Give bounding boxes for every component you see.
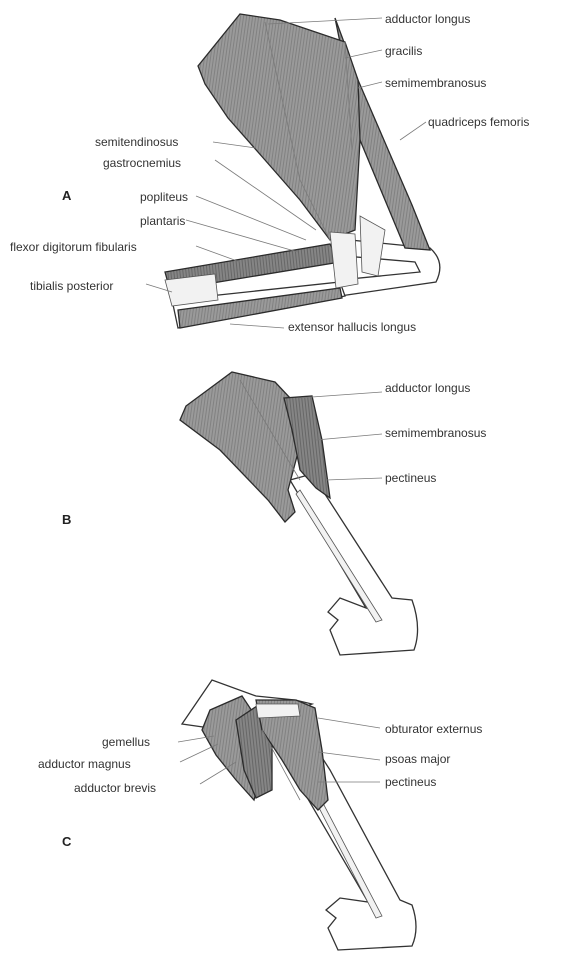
- panel-a-label-gracilis: gracilis: [385, 44, 422, 58]
- panel-c-label-gemellus: gemellus: [102, 735, 150, 749]
- panel-c-label-obturator-externus: obturator externus: [385, 722, 482, 736]
- panel-c-label-pectineus: pectineus: [385, 775, 436, 789]
- panel-b-adductor-muscle: [180, 372, 300, 522]
- panel-a-label-gastrocnemius: gastrocnemius: [103, 156, 181, 170]
- panel-a-leader-semimembranosus: [358, 82, 382, 88]
- panel-a-leader-adductor-longus: [268, 18, 382, 24]
- panel-c-obturator-band: [256, 704, 300, 718]
- panel-a-knee-tendons: [330, 232, 358, 288]
- panel-b-leader-pectineus: [326, 478, 382, 480]
- panel-c: C obturator externus psoas major pectine…: [38, 680, 482, 950]
- panel-a-label-plantaris: plantaris: [140, 214, 185, 228]
- panel-b-femur-bone: [290, 474, 418, 655]
- panel-a-leader-popliteus: [196, 196, 306, 240]
- panel-b: B adductor longus semimembranosus pectin…: [62, 372, 486, 655]
- panel-b-leader-semimembranosus: [316, 434, 382, 440]
- panel-c-letter: C: [62, 834, 72, 849]
- panel-a-label-tibialis-posterior: tibialis posterior: [30, 279, 113, 293]
- panel-a-letter: A: [62, 188, 72, 203]
- panel-b-label-adductor-longus: adductor longus: [385, 381, 470, 395]
- panel-a-label-popliteus: popliteus: [140, 190, 188, 204]
- panel-a-label-semitendinosus: semitendinosus: [95, 135, 178, 149]
- panel-c-leader-psoas-major: [318, 752, 380, 760]
- panel-b-label-semimembranosus: semimembranosus: [385, 426, 486, 440]
- panel-c-leader-obturator-externus: [318, 718, 380, 728]
- panel-a-label-quadriceps-femoris: quadriceps femoris: [428, 115, 529, 129]
- panel-a-knee-tendons-2: [360, 216, 385, 276]
- panel-a-label-flexor-digitorum-fibularis: flexor digitorum fibularis: [10, 240, 137, 254]
- panel-a-leader-flexor: [196, 246, 240, 262]
- panel-c-label-adductor-magnus: adductor magnus: [38, 757, 131, 771]
- panel-a-leader-plantaris: [186, 220, 298, 252]
- panel-a-leader-extensor-hallucis: [230, 324, 284, 328]
- panel-a-foot-tendons: [165, 274, 218, 306]
- panel-a-label-adductor-longus: adductor longus: [385, 12, 470, 26]
- panel-a-label-semimembranosus: semimembranosus: [385, 76, 486, 90]
- panel-a-leader-quadriceps: [400, 122, 426, 140]
- panel-a-label-extensor-hallucis-longus: extensor hallucis longus: [288, 320, 416, 334]
- panel-c-label-adductor-brevis: adductor brevis: [74, 781, 156, 795]
- panel-b-letter: B: [62, 512, 71, 527]
- panel-a: A adductor longus gracilis semimembranos…: [10, 12, 529, 334]
- panel-c-leader-adductor-magnus: [180, 744, 218, 762]
- panel-c-label-psoas-major: psoas major: [385, 752, 450, 766]
- panel-b-label-pectineus: pectineus: [385, 471, 436, 485]
- panel-b-leader-adductor-longus: [298, 392, 382, 398]
- panel-a-leader-gracilis: [345, 50, 382, 58]
